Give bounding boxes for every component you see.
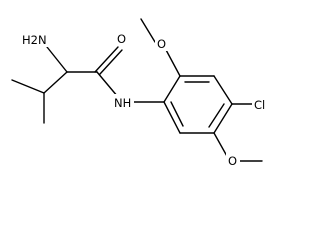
methoxy-oxygen-bottom-label: O [228, 154, 237, 168]
bond-ring-methoxy-bottom [213, 132, 229, 159]
chlorine-label: Cl [254, 98, 265, 112]
methoxy-oxygen-top-label: O [157, 37, 166, 51]
bond-methoxy-top-methyl [140, 18, 156, 43]
bond-isopropyl-methyl-left [11, 79, 45, 94]
amide-nitrogen-label: NH [114, 96, 131, 110]
ring-bond-4 [213, 103, 233, 134]
ring-bond-1 [163, 75, 181, 103]
bond-amine-alpha [46, 46, 68, 73]
bond-ring-methoxy-top [164, 47, 181, 77]
ring-bond-3 [213, 75, 233, 105]
bond-carbonyl-double-a [94, 46, 119, 73]
amine-label: H2N [22, 33, 47, 47]
chemical-structure-diagram: H2N O NH O Cl O [11, 18, 266, 168]
bond-alpha-isopropyl [43, 71, 68, 94]
ring-bond-6 [163, 101, 181, 134]
ring-inner-bond-left [170, 101, 184, 127]
carbonyl-oxygen-label: O [117, 32, 126, 46]
ring-inner-bond-right [208, 103, 225, 128]
bond-carbonyl-double-b [99, 49, 123, 75]
bond-carbonyl-nitrogen [96, 71, 119, 98]
